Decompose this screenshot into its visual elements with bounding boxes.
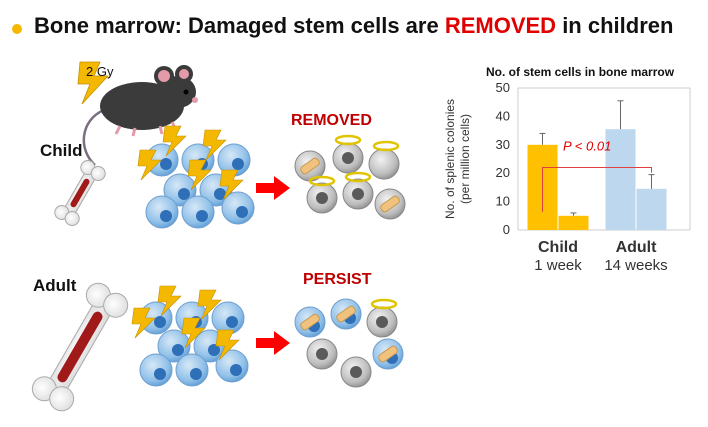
x-category-child: Child — [538, 239, 578, 256]
outcome-label-persist: PERSIST — [303, 271, 372, 288]
stem-cell-cluster-adult — [131, 285, 249, 387]
x-sublabel-child: 1 week — [534, 257, 582, 274]
y-tick-label: 40 — [496, 108, 510, 123]
arrow-right-icon — [256, 176, 290, 200]
x-sublabel-adult: 14 weeks — [604, 257, 667, 274]
page-title: Bone marrow: Damaged stem cells are REMO… — [34, 13, 674, 38]
title-bullet — [12, 24, 22, 34]
persisting-cell-cluster — [294, 298, 404, 388]
bone-icon — [31, 282, 129, 412]
chart-title: No. of stem cells in bone marrow — [486, 65, 675, 79]
p-value-label: P < 0.01 — [563, 138, 611, 153]
bar-adult-1 — [605, 129, 636, 230]
removed-cell-cluster — [294, 134, 406, 220]
arrow-right-icon — [256, 331, 290, 355]
y-tick-label: 50 — [496, 80, 510, 95]
y-tick-label: 0 — [503, 222, 510, 237]
y-tick-label: 10 — [496, 194, 510, 209]
halo-icon — [370, 298, 398, 310]
y-tick-label: 20 — [496, 165, 510, 180]
bar-adult-2 — [636, 188, 667, 230]
stem-cell-cluster-child — [137, 125, 255, 229]
lightning-icon — [77, 61, 109, 105]
bone-icon — [54, 159, 106, 227]
significance-bracket — [542, 167, 652, 212]
bar-child-2 — [558, 215, 589, 230]
outcome-label-removed: REMOVED — [291, 112, 372, 129]
x-category-adult: Adult — [616, 239, 658, 256]
y-axis-label: No. of splenic colonies(per million cell… — [443, 99, 472, 219]
y-tick-label: 30 — [496, 137, 510, 152]
dose-label: 2 Gy — [86, 64, 114, 79]
title-highlight: REMOVED — [444, 13, 557, 38]
halo-icon — [308, 134, 400, 187]
bandage-icon — [300, 305, 398, 363]
mouse-icon — [82, 65, 198, 166]
plot-frame — [517, 87, 691, 231]
row-label-adult: Adult — [33, 276, 77, 295]
row-label-child: Child — [40, 141, 83, 160]
bandage-icon — [300, 157, 400, 213]
